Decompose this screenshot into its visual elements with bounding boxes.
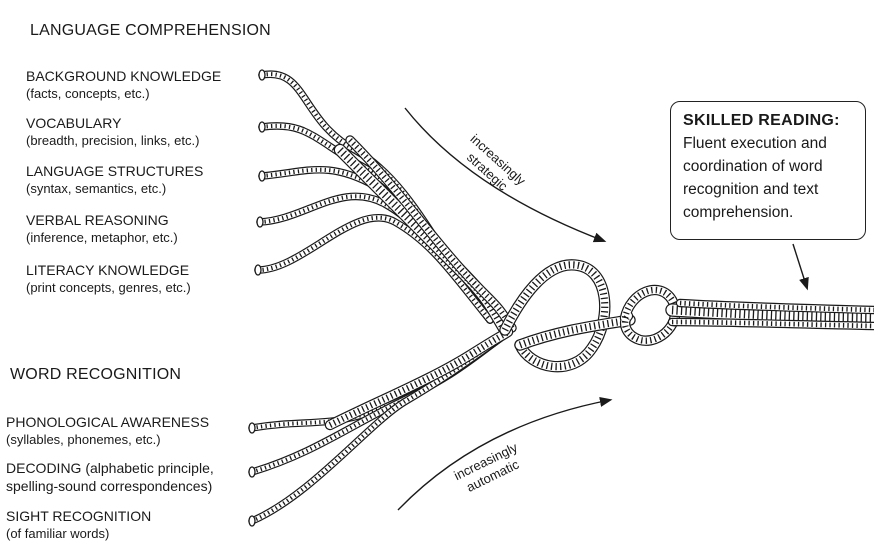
word-recognition-strands xyxy=(248,326,514,527)
strand-end xyxy=(248,466,256,478)
strand-language-structures: LANGUAGE STRUCTURES (syntax, semantics, … xyxy=(26,162,203,197)
strand-detail: (syllables, phonemes, etc.) xyxy=(6,432,161,447)
strand-label: VOCABULARY xyxy=(26,115,122,131)
rope-loop-1 xyxy=(499,259,611,373)
language-strand-5 xyxy=(254,213,494,324)
strand-label: LANGUAGE STRUCTURES xyxy=(26,163,204,179)
strand-label: VERBAL REASONING xyxy=(26,212,169,228)
strand-literacy-knowledge: LITERACY KNOWLEDGE (print concepts, genr… xyxy=(26,261,191,296)
automatic-arrow xyxy=(397,396,613,511)
skilled-reading-callout: SKILLED READING: Fluent execution and co… xyxy=(670,101,866,240)
strand-end xyxy=(248,515,256,527)
language-comprehension-strands xyxy=(254,69,517,337)
strand-phonological-awareness: PHONOLOGICAL AWARENESS (syllables, phone… xyxy=(6,413,209,448)
strand-vocabulary: VOCABULARY (breadth, precision, links, e… xyxy=(26,114,199,149)
strand-label: DECODING (alphabetic principle, xyxy=(6,460,214,476)
callout-body-line: comprehension. xyxy=(683,204,794,221)
strand-label: PHONOLOGICAL AWARENESS xyxy=(6,414,210,430)
rope-main-b xyxy=(667,317,874,331)
strand-end xyxy=(258,121,266,133)
strand-detail: (facts, concepts, etc.) xyxy=(26,86,150,101)
strand-label: BACKGROUND KNOWLEDGE xyxy=(26,68,222,84)
strand-sight-recognition: SIGHT RECOGNITION (of familiar words) xyxy=(6,507,151,542)
strand-decoding: DECODING (alphabetic principle, spelling… xyxy=(6,459,214,495)
strand-end xyxy=(256,216,264,228)
rope-main-c xyxy=(675,298,874,315)
strand-label: SIGHT RECOGNITION xyxy=(6,508,152,524)
word-recognition-heading: WORD RECOGNITION xyxy=(10,366,182,383)
word-twist xyxy=(324,326,514,431)
strategic-arrow xyxy=(404,107,607,243)
rope-loop-2 xyxy=(619,284,681,346)
strand-detail: (syntax, semantics, etc.) xyxy=(26,181,167,196)
strand-verbal-reasoning: VERBAL REASONING (inference, metaphor, e… xyxy=(26,211,178,246)
strand-end xyxy=(258,170,266,182)
callout-body-line: coordination of word xyxy=(683,158,823,175)
strand-end xyxy=(248,422,256,434)
strand-label: LITERACY KNOWLEDGE xyxy=(26,262,190,278)
rope-main-a xyxy=(665,303,874,325)
language-twist-b xyxy=(345,135,517,333)
language-comprehension-heading: LANGUAGE COMPREHENSION xyxy=(30,22,271,39)
strand-end xyxy=(254,264,262,276)
strand-detail: spelling-sound correspondences) xyxy=(6,478,213,494)
strand-detail: (breadth, precision, links, etc.) xyxy=(26,133,200,148)
strand-end xyxy=(258,69,266,81)
rope-joint xyxy=(514,314,636,351)
callout-body-line: recognition and text xyxy=(683,181,819,198)
skilled-reading-rope xyxy=(499,259,874,373)
strand-detail: (inference, metaphor, etc.) xyxy=(26,230,178,245)
strand-detail: (print concepts, genres, etc.) xyxy=(26,280,191,295)
strand-background-knowledge: BACKGROUND KNOWLEDGE (facts, concepts, e… xyxy=(26,67,221,102)
callout-title: SKILLED READING: xyxy=(683,112,840,129)
strand-detail: (of familiar words) xyxy=(6,526,110,541)
callout-pointer-arrow xyxy=(792,243,809,291)
callout-body-line: Fluent execution and xyxy=(683,135,827,152)
